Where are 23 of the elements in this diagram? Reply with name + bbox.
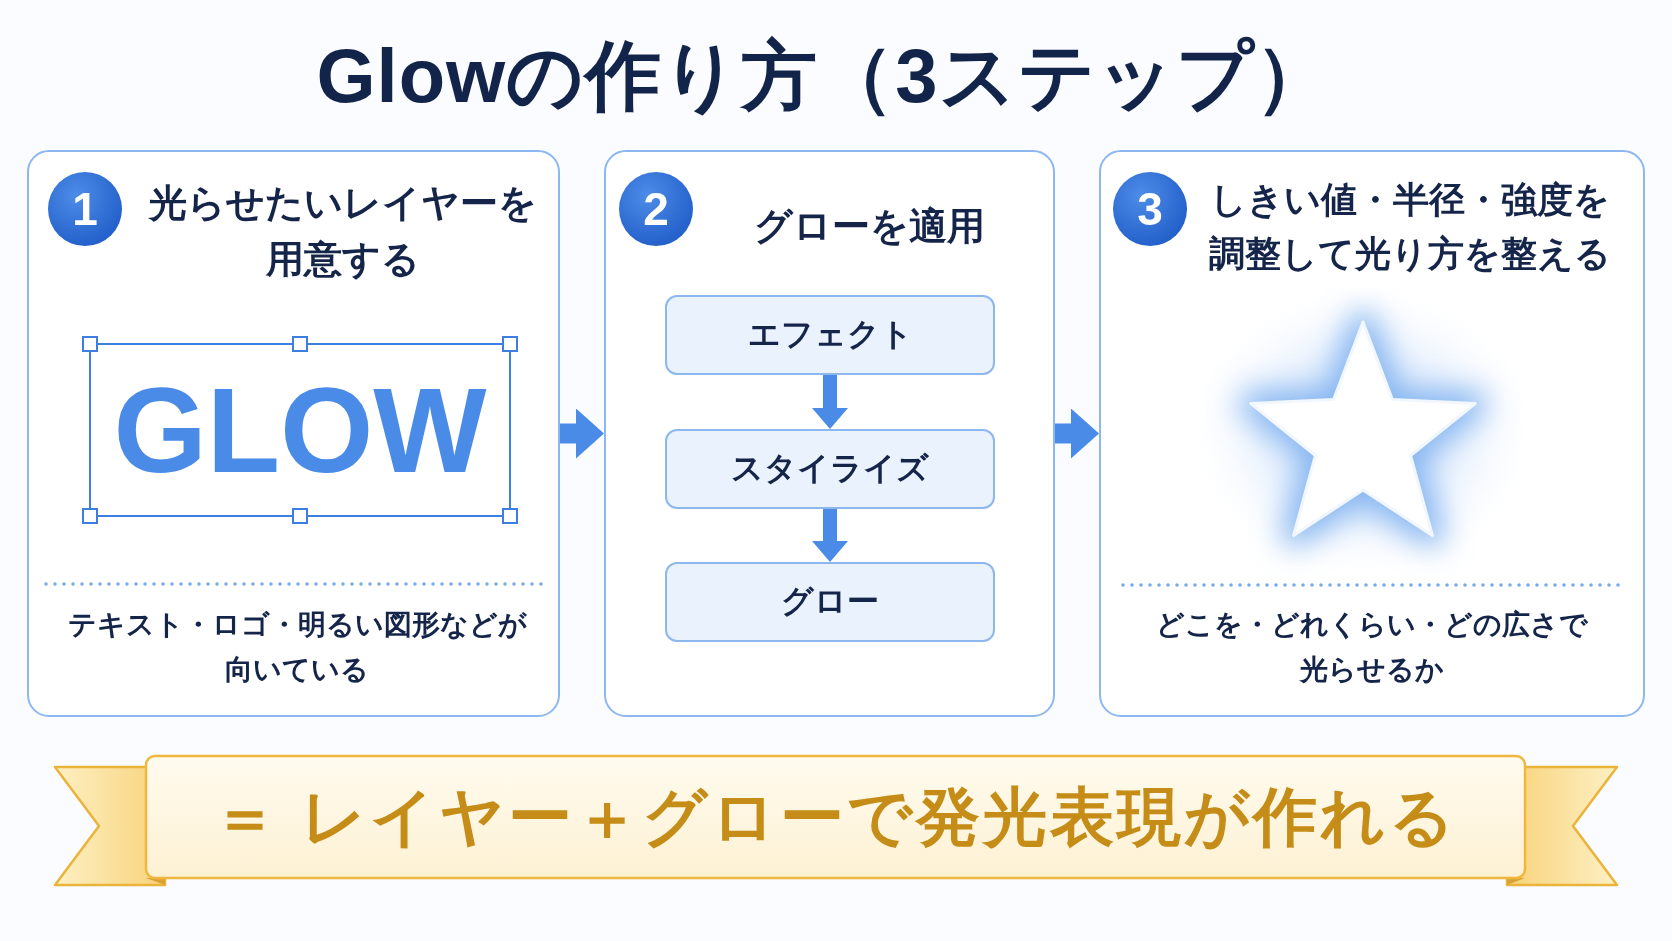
process-box: エフェクト — [665, 295, 995, 375]
step-description: テキスト・ロゴ・明るい図形などが向いている — [66, 608, 528, 687]
step-heading: 光らせたいレイヤーを用意する — [147, 181, 538, 282]
glow-text: GLOW — [113, 380, 487, 480]
number-circle: 1 — [48, 172, 122, 246]
step-panel — [604, 150, 1055, 717]
step-heading: グローを適用 — [752, 204, 986, 249]
step-panel — [27, 150, 560, 717]
process-box: グロー — [665, 562, 995, 642]
arrow — [1055, 408, 1099, 459]
process-box: スタイライズ — [665, 429, 995, 509]
banner-text: ＝ レイヤー＋グローで発光表現が作れる — [213, 780, 1458, 855]
arrow — [812, 509, 848, 562]
number-circle: 3 — [1113, 172, 1187, 246]
selection-frame — [82, 336, 518, 524]
arrow — [812, 375, 848, 429]
step-heading: しきい値・半径・強度を調整して光り方を整える — [1208, 178, 1612, 276]
step-description: どこを・どれくらい・どの広さで光らせるか — [1155, 608, 1589, 687]
ribbon-banner — [53, 754, 1619, 887]
number-circle: 2 — [619, 172, 693, 246]
step-panel — [1099, 150, 1645, 717]
diagram-title: Glowの作り方（3ステップ） — [316, 32, 1332, 120]
arrow — [560, 408, 604, 459]
